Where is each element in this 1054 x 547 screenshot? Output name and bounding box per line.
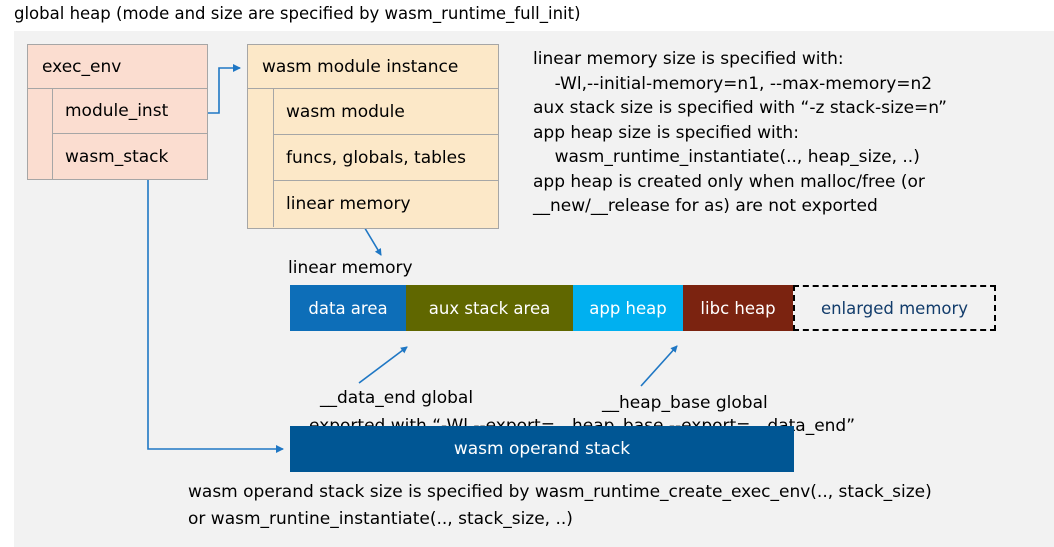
module-instance-fields: wasm module funcs, globals, tables linea… bbox=[274, 89, 498, 227]
annotation-heap-base: __heap_base global bbox=[602, 393, 768, 413]
module-instance-body: wasm module funcs, globals, tables linea… bbox=[248, 89, 498, 227]
arrow-heap-base bbox=[640, 345, 678, 387]
page-title: global heap (mode and size are specified… bbox=[14, 4, 581, 23]
exec-env-header: exec_env bbox=[28, 45, 207, 89]
memory-segment-aux-stack-area: aux stack area bbox=[406, 285, 573, 331]
module-instance-field-linear-memory: linear memory bbox=[286, 194, 411, 214]
module-instance-field-wasm-module: wasm module bbox=[274, 89, 498, 135]
module-instance-gutter bbox=[248, 89, 274, 227]
exec-env-box: exec_env module_inst wasm_stack bbox=[27, 44, 208, 180]
memory-segment-data-area: data area bbox=[290, 285, 406, 331]
module-instance-field-funcs-globals-tables: funcs, globals, tables bbox=[274, 135, 498, 181]
exec-env-fields: module_inst wasm_stack bbox=[53, 89, 207, 179]
exec-env-field-wasm-stack: wasm_stack bbox=[65, 146, 169, 167]
exec-env-gutter bbox=[28, 89, 53, 179]
memory-segment-app-heap: app heap bbox=[573, 285, 683, 331]
exec-env-body: module_inst wasm_stack bbox=[28, 89, 207, 179]
exec-env-field-module-inst: module_inst bbox=[53, 89, 207, 134]
wasm-operand-stack-box: wasm operand stack bbox=[290, 426, 794, 472]
memory-segment-enlarged-memory: enlarged memory bbox=[793, 285, 996, 331]
arrow-data-end bbox=[358, 346, 408, 384]
annotation-data-end: __data_end global bbox=[320, 388, 474, 408]
wasm-module-instance-box: wasm module instance wasm module funcs, … bbox=[247, 44, 499, 229]
linear-memory-label: linear memory bbox=[288, 258, 413, 278]
operand-stack-note: wasm operand stack size is specified by … bbox=[188, 482, 932, 529]
memory-spec-note: linear memory size is specified with: -W… bbox=[533, 49, 947, 216]
module-instance-header: wasm module instance bbox=[248, 45, 498, 89]
diagram-panel: exec_env module_inst wasm_stack wasm mod… bbox=[14, 31, 1054, 547]
memory-segment-libc-heap: libc heap bbox=[683, 285, 793, 331]
